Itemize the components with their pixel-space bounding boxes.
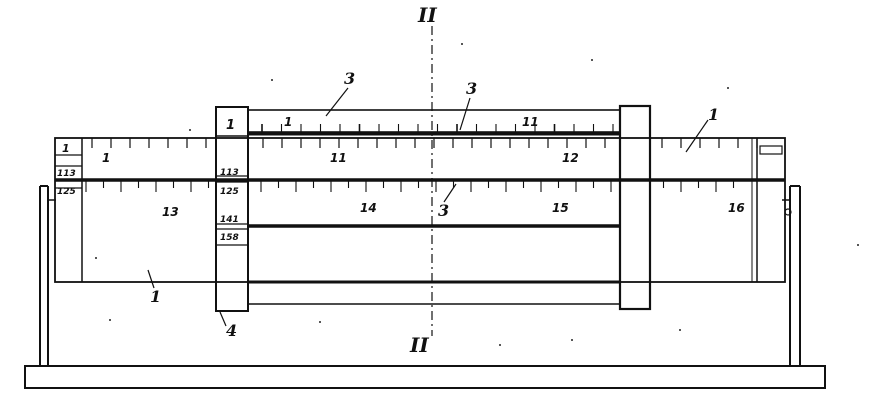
right-block [618,104,652,311]
body-scale-15: 15 [552,201,569,215]
section-mark-bottom: II [409,333,429,357]
body-scale-12: 12 [562,151,579,165]
part-label-3-mid: 3 [466,79,477,98]
body-scale-1: 1 [102,151,110,165]
cursor-label-r1: 113 [220,168,239,178]
part-label-1-right: 1 [708,105,719,124]
slide-scale-1: 1 [284,115,292,129]
scale-ticks [85,124,758,192]
left-box-label-low: 125 [57,187,76,197]
cursor-block [215,106,249,312]
cursor-label-top: 1 [226,118,235,133]
lower-rails [247,224,620,305]
part-label-3-center: 3 [438,201,449,220]
left-box-label-mid: 113 [57,169,76,179]
right-support [782,185,801,366]
part-label-1-lower: 1 [150,287,161,306]
left-box-label-top: 1 [62,142,70,155]
part-label-3-top: 3 [344,69,355,88]
section-mark-top: II [417,3,437,27]
cursor-label-r4: 158 [220,233,239,243]
scan-specks [95,43,859,346]
body-scale-16: 16 [728,201,745,215]
cursor-label-r2: 125 [220,187,239,197]
body-scale-13: 13 [162,205,179,219]
base-plate [24,365,826,389]
upper-slide [247,109,621,136]
left-support [39,185,56,366]
part-label-4: 4 [226,321,237,340]
slide-scale-11: 11 [522,115,539,129]
body-scale-14: 14 [360,201,377,215]
body-scale-11: 11 [330,151,347,165]
cursor-label-r3: 141 [220,215,239,225]
